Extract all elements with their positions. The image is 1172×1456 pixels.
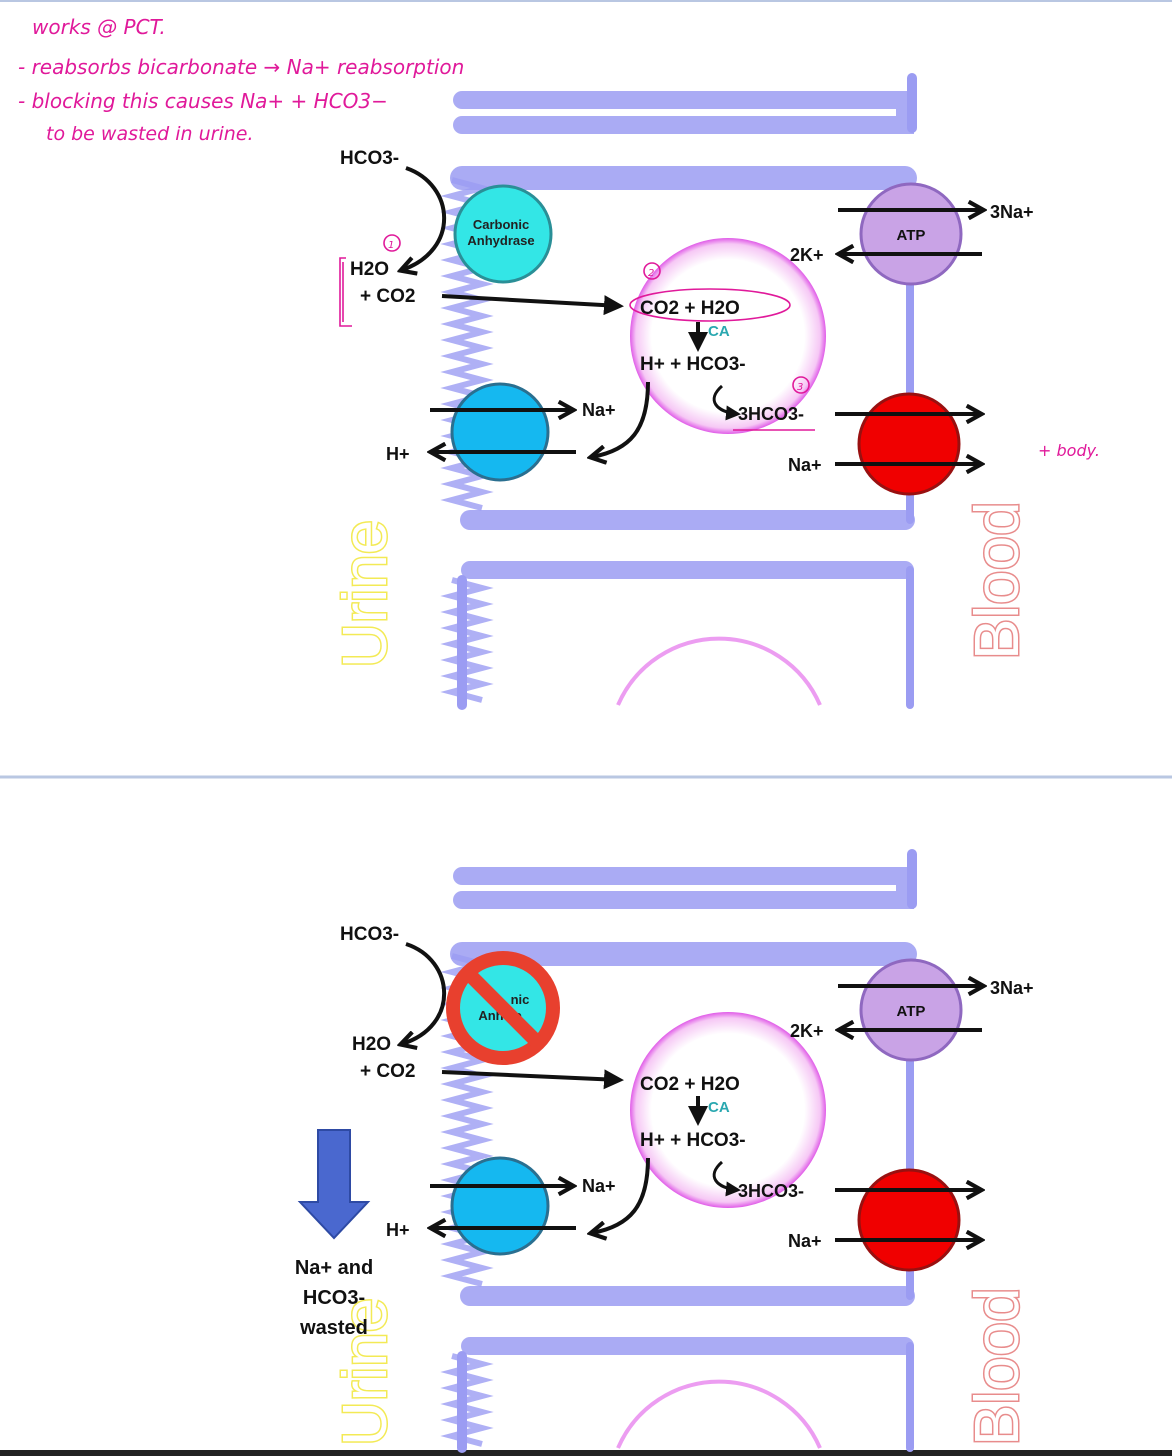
hco3-to-cotransporter-arrow-bottom	[712, 1160, 741, 1197]
k-in-label-bottom: 2K+	[790, 1021, 824, 1041]
co2-label: + CO2	[360, 286, 415, 307]
atp-label: ATP	[897, 227, 926, 244]
note-line-2: - reabsorbs bicarbonate → Na+ reabsorpti…	[18, 55, 464, 79]
membrane-bottom	[450, 849, 917, 1453]
down-arrow-icon	[297, 1129, 371, 1240]
na-out-label-bottom: Na+	[788, 1231, 822, 1251]
note-line-4: to be wasted in urine.	[46, 123, 254, 145]
microvilli-top-lower	[440, 577, 494, 703]
h-to-exchanger-arrow-bottom	[592, 1157, 650, 1233]
pink-markup-top	[339, 234, 815, 431]
na-h-exchanger-bottom	[450, 1156, 550, 1256]
na-in-label-bottom: Na+	[582, 1176, 616, 1196]
products-label-bottom: H+ + HCO3-	[640, 1130, 746, 1151]
enzyme-partial-1: nic	[511, 992, 530, 1007]
na-hco3-cotransporter	[857, 392, 961, 496]
hco3-to-h2o-arrow-bottom	[402, 942, 447, 1044]
urine-label-bottom: Urine	[331, 1298, 400, 1446]
panel-bottom: nic Anh se ATP HCO3- H2O + CO2 CO2 + H2O…	[295, 849, 1034, 1453]
hco3-out-label: 3HCO3-	[738, 404, 804, 424]
blood-label-bottom: Blood	[963, 1287, 1032, 1446]
panel-top: Carbonic Anhydrase ATP HCO3- H2O + CO2 C…	[330, 73, 1034, 710]
handwritten-notes: works @ PCT. - reabsorbs bicarbonate → N…	[18, 15, 1100, 460]
h2o-label-bottom: H2O	[352, 1034, 391, 1055]
note-line-1: works @ PCT.	[32, 15, 166, 39]
bottom-edge	[0, 1450, 1172, 1456]
note-line-3: - blocking this causes Na+ + HCO3−	[18, 89, 388, 113]
hco3-in-label-bottom: HCO3-	[340, 924, 399, 945]
step-2: 2	[648, 268, 654, 279]
blood-label-top: Blood	[963, 501, 1032, 660]
no-symbol-icon	[446, 951, 560, 1065]
step-3: 3	[797, 382, 803, 393]
carbonic-anhydrase-enzyme	[453, 184, 553, 284]
urine-label-top: Urine	[331, 520, 400, 668]
na-hco3-cotransporter-bottom	[857, 1168, 961, 1272]
hco3-to-h2o-arrow	[402, 166, 447, 270]
atp-label-bottom: ATP	[897, 1003, 926, 1020]
cell-reaction-label-bottom: CO2 + H2O	[640, 1074, 740, 1095]
h-out-label-bottom: H+	[386, 1220, 410, 1240]
na3-out-label: 3Na+	[990, 202, 1034, 222]
ca-label: CA	[708, 323, 730, 340]
nucleus-bottom-lower	[616, 1379, 822, 1449]
co2-label-bottom: + CO2	[360, 1061, 415, 1082]
co2-into-cell-arrow	[441, 294, 624, 316]
nucleus-top-lower	[616, 636, 822, 706]
microvilli-bottom-lower	[440, 1353, 494, 1447]
cell-reaction-label: CO2 + H2O	[640, 298, 740, 319]
wasted-line-3: wasted	[299, 1317, 368, 1339]
na3-out-label-bottom: 3Na+	[990, 978, 1034, 998]
step-1: 1	[388, 240, 394, 251]
na-in-label: Na+	[582, 400, 616, 420]
hco3-out-label-bottom: 3HCO3-	[738, 1181, 804, 1201]
h-to-exchanger-arrow	[592, 381, 650, 457]
na-out-label: Na+	[788, 455, 822, 475]
products-label: H+ + HCO3-	[640, 354, 746, 375]
nucleus-bottom	[630, 1012, 826, 1208]
wasted-line-2: HCO3-	[303, 1287, 365, 1309]
co2-into-cell-arrow-bottom	[441, 1069, 624, 1090]
h-out-label: H+	[386, 444, 410, 464]
ca-label-bottom: CA	[708, 1099, 730, 1116]
k-in-label: 2K+	[790, 245, 824, 265]
note-side: + body.	[1038, 441, 1100, 460]
hco3-in-label: HCO3-	[340, 148, 399, 169]
na-h-exchanger	[450, 382, 550, 482]
hco3-to-cotransporter-arrow	[712, 384, 741, 421]
h2o-label: H2O	[350, 259, 389, 280]
enzyme-label-1: Carbonic	[473, 217, 529, 232]
nucleus-top	[630, 238, 826, 434]
wasted-line-1: Na+ and	[295, 1257, 373, 1279]
enzyme-label-2: Anhydrase	[467, 233, 534, 248]
